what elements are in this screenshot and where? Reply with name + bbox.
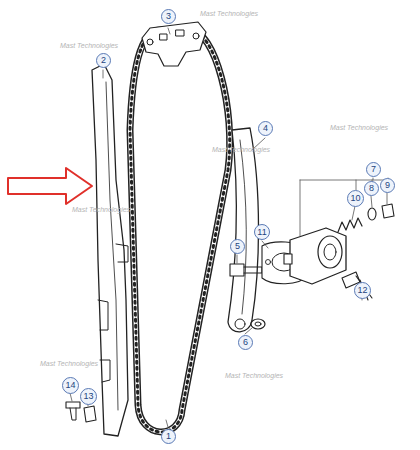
callout-circle: 3	[161, 9, 176, 24]
watermark: Mast Technologies	[60, 42, 118, 49]
watermark: Mast Technologies	[200, 10, 258, 17]
callout-circle: 13	[80, 388, 97, 405]
watermark: Mast Technologies	[40, 360, 98, 367]
watermark: Mast Technologies	[225, 372, 283, 379]
callout-circle: 6	[238, 335, 253, 350]
callout-number: 5	[235, 242, 240, 251]
callout-circle: 9	[380, 178, 395, 193]
callout-number: 1	[166, 432, 171, 441]
callout-circle: 4	[258, 121, 273, 136]
callout-number: 8	[369, 184, 374, 193]
callout-number: 10	[350, 194, 360, 203]
callout-number: 7	[371, 165, 376, 174]
callout-circle: 14	[62, 377, 79, 394]
callout-number: 13	[83, 392, 93, 401]
callout-number: 3	[166, 12, 171, 21]
callout-circle: 12	[354, 282, 371, 299]
callout-circle: 7	[366, 162, 381, 177]
callout-number: 11	[257, 228, 266, 237]
callout-number: 2	[101, 56, 106, 65]
callout-number: 4	[263, 124, 268, 133]
callout-circle: 11	[254, 224, 270, 240]
callout-number: 14	[65, 381, 75, 390]
watermark: Mast Technologies	[330, 124, 388, 131]
callout-number: 12	[357, 286, 367, 295]
callout-circle: 10	[347, 190, 364, 207]
watermark: Mast Technologies	[72, 206, 130, 213]
callout-number: 6	[243, 338, 248, 347]
callout-circle: 8	[364, 181, 379, 196]
callout-number: 9	[385, 181, 390, 190]
callout-circle: 2	[96, 53, 111, 68]
watermark: Mast Technologies	[212, 146, 270, 153]
callout-circle: 1	[161, 429, 176, 444]
callout-circle: 5	[230, 239, 245, 254]
